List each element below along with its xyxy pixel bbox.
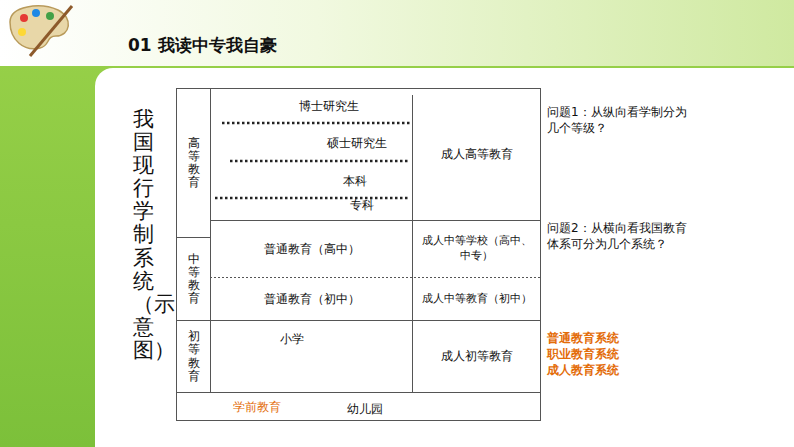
- school-cell: 小学: [211, 321, 412, 392]
- cell-text: 中等教育: [188, 253, 200, 306]
- content-panel: [95, 68, 794, 447]
- level-cell: 中等教育: [177, 238, 210, 320]
- question-note: 问题2：从横向看我国教育体系可分为几个系统？: [547, 220, 697, 252]
- cell-text: 小学: [276, 331, 308, 347]
- adult-cell: 成人中等学校（高中、中专）: [413, 221, 540, 277]
- school-cell: 普通教育（初中）: [211, 278, 412, 320]
- cell-text: 本科: [343, 173, 367, 190]
- preschool-cell: 学前教育 幼儿园: [177, 393, 540, 420]
- cell-text: 学前教育: [233, 399, 281, 416]
- system-name: 职业教育系统: [547, 346, 619, 363]
- palette-icon: [10, 6, 72, 56]
- cell-text: 专科: [350, 197, 374, 214]
- cell-text: 高等教育: [188, 137, 200, 190]
- degree-cell: 博士研究生硕士研究生本科专科: [211, 89, 412, 220]
- cell-text: 普通教育（初中）: [260, 291, 364, 307]
- adult-cell: 成人初等教育: [413, 321, 540, 392]
- question-note: 问题1：从纵向看学制分为几个等级？: [547, 104, 697, 136]
- cell-text: 成人中等教育（初中）: [418, 292, 536, 307]
- header-band: [0, 0, 794, 66]
- school-cell: 普通教育（高中）: [211, 221, 412, 277]
- cell-text: 普通教育（高中）: [260, 241, 364, 257]
- cell-text: 初等教育: [188, 330, 200, 383]
- cell-text: 硕士研究生: [327, 135, 387, 152]
- cell-text: 博士研究生: [299, 98, 359, 115]
- cell-text: 成人初等教育: [437, 348, 517, 364]
- adult-cell: 成人中等教育（初中）: [413, 278, 540, 320]
- level-cell: 高等教育: [177, 89, 210, 237]
- cell-text: 成人中等学校（高中、中专）: [413, 234, 540, 264]
- vertical-title: 我国现行学制系统（示意图）: [133, 108, 154, 362]
- cell-text: 幼儿园: [347, 401, 383, 418]
- system-name: 成人教育系统: [547, 362, 619, 379]
- system-name: 普通教育系统: [547, 330, 619, 347]
- cell-text: 成人高等教育: [437, 146, 517, 162]
- slide-title: 01 我读中专我自豪: [128, 34, 277, 57]
- adult-cell: 成人高等教育: [413, 89, 540, 220]
- level-cell: 初等教育: [177, 321, 210, 392]
